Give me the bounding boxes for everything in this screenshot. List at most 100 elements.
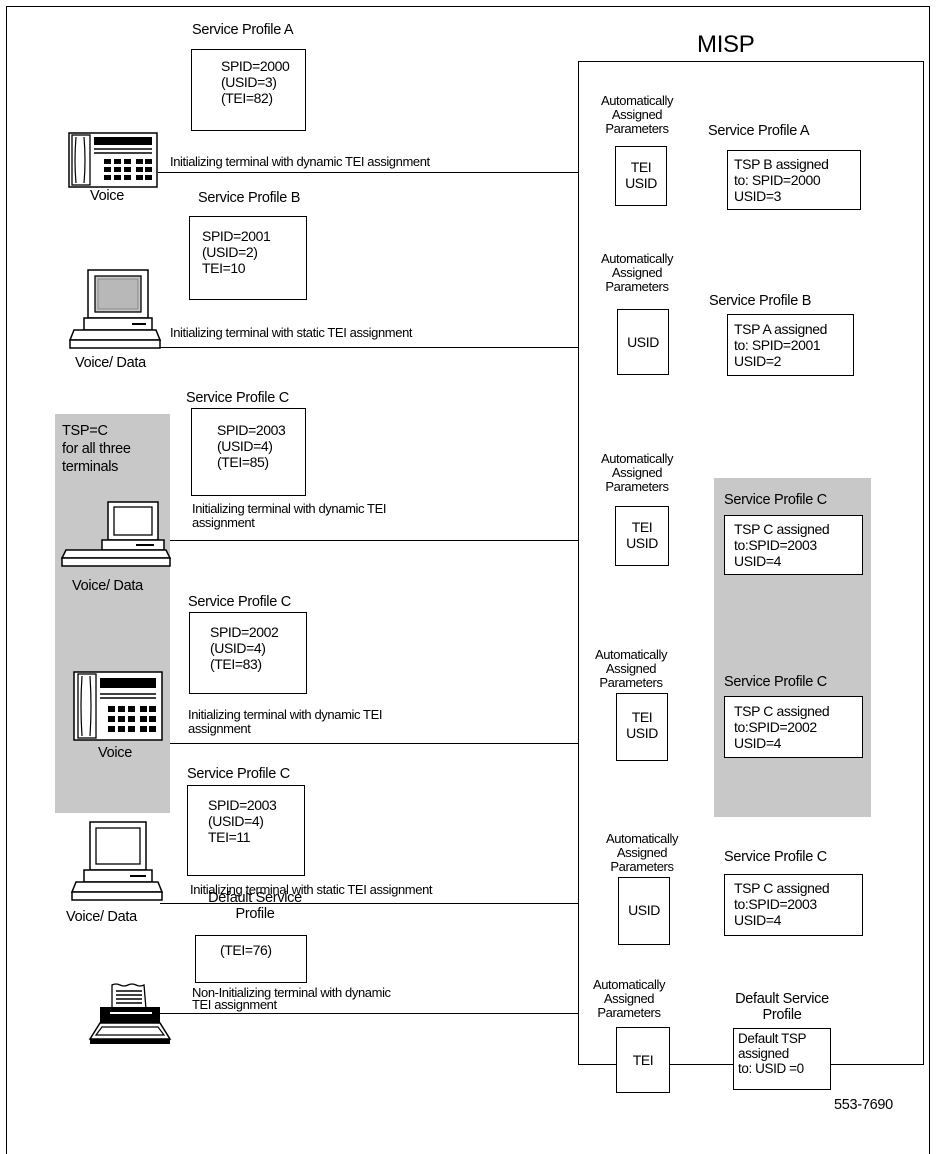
init-text-row-2: Initializing terminal with dynamic TEI a… [192,502,386,530]
profile-line: (USID=4) [208,813,264,829]
misp-profile-box-row-1: TSP A assigned to: SPID=2001 USID=2 [727,314,854,376]
profile-line: (TEI=82) [221,90,273,106]
param-line: USID [627,334,659,350]
auto-label-line: Parameters [605,121,669,136]
group-note-line-3: terminals [62,459,119,475]
connection-line-row-0 [158,172,578,174]
init-text-line: assignment [192,515,255,530]
init-text-row-4: Initializing terminal with static TEI as… [190,882,433,897]
auto-label-row-0: Automatically Assigned Parameters [592,94,682,136]
default-profile-title: Default Service Profile [190,890,320,922]
terminal-label-row-3: Voice [98,745,132,761]
param-line: TEI [631,709,653,725]
group-note-line-2: for all three [62,441,131,457]
misp-default-profile-title-line: Profile [762,1007,802,1023]
misp-profile-line: assigned [738,1046,789,1061]
misp-default-profile-box: Default TSP assigned to: USID =0 [733,1028,831,1090]
terminal-label-row-0: Voice [90,188,124,204]
auto-label-line: Parameters [610,859,674,874]
terminal-group-shade [55,414,170,813]
auto-label-line: Automatically [605,831,679,846]
profile-line: SPID=2003 [217,422,286,438]
profile-line: (TEI=85) [217,454,269,470]
profile-line: (TEI=83) [210,656,262,672]
assigned-params-row-0: TEI USID [615,146,667,206]
profile-line: (USID=3) [221,74,277,90]
profile-line: (USID=4) [210,640,266,656]
misp-profile-line: USID=2 [734,353,782,369]
profile-line: SPID=2002 [210,624,279,640]
auto-label-line: Automatically [592,977,666,992]
misp-profile-line: TSP C assigned [734,880,830,896]
profile-line: (TEI=76) [220,942,272,958]
misp-profile-box-row-2: TSP C assigned to:SPID=2003 USID=4 [724,515,863,575]
misp-profile-line: to:SPID=2002 [734,719,817,735]
init-text-row-3: Initializing terminal with dynamic TEI a… [188,708,382,736]
auto-label-row-2: Automatically Assigned Parameters [592,452,682,494]
auto-label-line: Assigned [616,845,668,860]
auto-label-line: Parameters [605,479,669,494]
service-profile-b-box: SPID=2001 (USID=2) TEI=10 [189,216,307,300]
computer-terminal-icon [60,501,172,567]
param-line: USID [628,902,660,918]
auto-label-row-3: Automatically Assigned Parameters [586,648,676,690]
misp-profile-line: USID=4 [734,553,782,569]
default-profile-title-line: Profile [235,906,275,922]
init-text-line: TEI assignment [192,997,277,1012]
param-line: USID [626,725,658,741]
default-profile-box: (TEI=76) [195,935,307,983]
param-line: TEI [630,159,652,175]
terminal-label-row-1: Voice/ Data [75,355,146,371]
profile-line: SPID=2000 [221,58,290,74]
auto-label-line: Assigned [605,661,657,676]
assigned-params-row-1: USID [617,309,669,375]
figure-number: 553-7690 [834,1097,893,1113]
misp-profile-line: to:SPID=2003 [734,896,817,912]
misp-profile-line: TSP C assigned [734,521,830,537]
auto-label-line: Automatically [600,451,674,466]
misp-profile-line: TSP B assigned [734,156,829,172]
misp-profile-line: TSP C assigned [734,703,830,719]
init-text-line: Initializing terminal with dynamic TEI [188,707,383,722]
service-profile-a-box: SPID=2000 (USID=3) (TEI=82) [191,49,306,131]
misp-profile-title-row-3: Service Profile C [724,674,827,690]
auto-label-line: Automatically [600,251,674,266]
auto-label-row-1: Automatically Assigned Parameters [592,252,682,294]
param-line: USID [626,535,658,551]
init-text-row-5: Non-Initializing terminal with dynamic T… [192,985,391,1012]
init-text-line: Non-Initializing terminal with dynamic [192,985,391,1000]
voice-phone-icon [68,132,158,188]
auto-label-line: Assigned [611,465,663,480]
service-profile-c-title-row-2: Service Profile C [186,390,289,406]
misp-profile-line: USID=3 [734,188,782,204]
service-profile-b-title: Service Profile B [198,190,301,206]
connection-line-row-1 [160,347,578,349]
default-profile-title-line: Default Service [208,890,302,906]
service-profile-c-box-row-4: SPID=2003 (USID=4) TEI=11 [187,785,305,876]
init-text-line: assignment [188,721,251,736]
auto-label-line: Automatically [594,647,668,662]
profile-line: SPID=2001 [202,228,271,244]
profile-line: SPID=2003 [208,797,277,813]
assigned-params-row-3: TEI USID [616,693,668,761]
service-profile-c-box-row-3: SPID=2002 (USID=4) (TEI=83) [189,612,307,694]
computer-terminal-icon [70,821,164,901]
assigned-params-row-5: TEI [616,1027,670,1093]
assigned-params-row-2: TEI USID [615,506,669,566]
param-line: TEI [631,519,653,535]
misp-profile-line: Default TSP [738,1031,807,1046]
auto-label-line: Parameters [597,1005,661,1020]
param-line: USID [625,175,657,191]
profile-line: (USID=4) [217,438,273,454]
auto-label-row-4: Automatically Assigned Parameters [597,832,687,874]
misp-profile-line: to: SPID=2000 [734,172,821,188]
misp-profile-line: USID=4 [734,912,782,928]
assigned-params-row-4: USID [618,877,670,945]
connection-line-row-4 [160,903,578,905]
misp-profile-title-row-0: Service Profile A [708,123,810,139]
misp-title: MISP [697,31,755,58]
auto-label-line: Assigned [603,991,655,1006]
init-text-row-1: Initializing terminal with static TEI as… [170,325,413,340]
misp-default-profile-title: Default Service Profile [712,991,852,1023]
init-text-line: Initializing terminal with dynamic TEI [192,501,387,516]
